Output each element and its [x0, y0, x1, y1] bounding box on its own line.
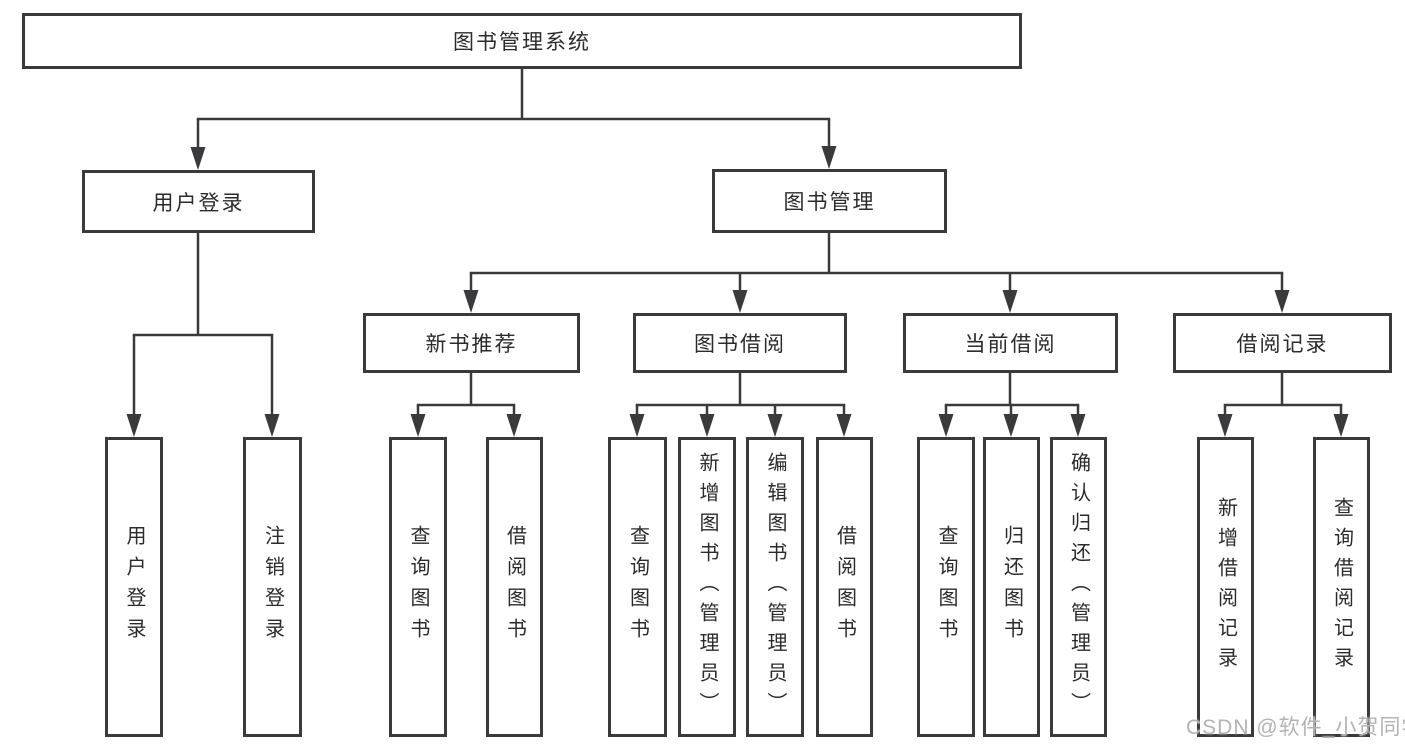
node-current-borrow-label: 当前借阅	[964, 333, 1057, 356]
arrowheads	[126, 146, 1349, 437]
leaf-add-book-admin: 新增图书（管理员）	[678, 437, 736, 737]
node-current-borrow: 当前借阅	[903, 313, 1118, 373]
csdn-watermark: CSDN @软件_小贺同学	[1186, 716, 1405, 739]
leaf-logout-login: 注销登录	[243, 437, 302, 737]
node-book-borrow: 图书借阅	[633, 313, 847, 373]
leaf-query-books-recommend: 查询图书	[389, 437, 447, 737]
node-book-management: 图书管理	[712, 169, 947, 233]
node-user-login: 用户登录	[82, 170, 315, 233]
node-root: 图书管理系统	[22, 13, 1022, 69]
leaf-return-book: 归还图书	[983, 437, 1040, 737]
node-root-label: 图书管理系统	[453, 31, 591, 54]
node-user-login-label: 用户登录	[152, 191, 245, 215]
leaf-add-borrow-record: 新增借阅记录	[1197, 437, 1254, 737]
leaf-borrow-books-recommend: 借阅图书	[486, 437, 543, 737]
node-new-book-recommend: 新书推荐	[363, 313, 580, 373]
node-book-management-label: 图书管理	[783, 191, 876, 214]
leaf-query-borrow-record: 查询借阅记录	[1313, 437, 1370, 737]
node-book-borrow-label: 图书借阅	[694, 333, 786, 356]
leaf-edit-book-admin: 编辑图书（管理员）	[746, 437, 804, 737]
leaf-query-books-borrow: 查询图书	[608, 437, 667, 737]
leaf-borrow-books: 借阅图书	[816, 437, 873, 737]
node-borrow-records: 借阅记录	[1173, 313, 1392, 373]
node-borrow-records-label: 借阅记录	[1236, 333, 1329, 356]
leaf-query-books-current: 查询图书	[917, 437, 975, 737]
leaf-user-login: 用户登录	[105, 437, 163, 737]
node-new-book-recommend-label: 新书推荐	[425, 333, 518, 356]
leaf-confirm-return-admin: 确认归还（管理员）	[1050, 437, 1107, 737]
